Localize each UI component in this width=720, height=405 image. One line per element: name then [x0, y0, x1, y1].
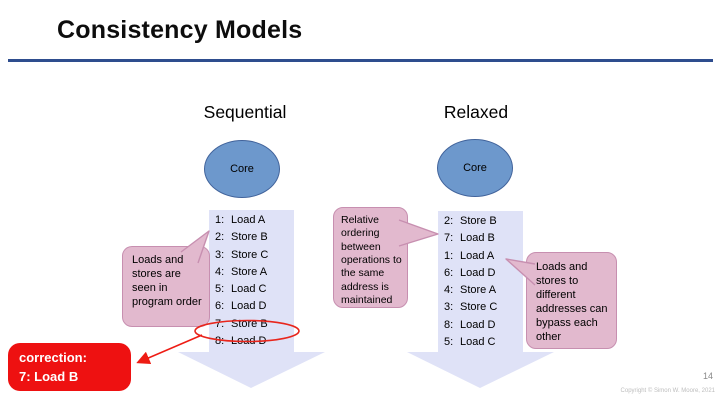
- list-item: 1:Load A: [444, 249, 495, 262]
- sequential-down-arrowhead: [178, 352, 325, 388]
- correction-box: correction: 7: Load B: [8, 343, 131, 391]
- list-item: 8:Load D: [215, 334, 267, 347]
- page-number: 14: [702, 371, 713, 381]
- sequential-heading: Sequential: [203, 102, 287, 122]
- callout-program-order: Loads and stores are seen in program ord…: [122, 246, 210, 327]
- relaxed-core-label: Core: [463, 162, 487, 174]
- list-item: 3:Store C: [215, 248, 269, 261]
- list-item: 6:Load D: [215, 300, 267, 313]
- sequential-core-ellipse: Core: [204, 140, 280, 198]
- relaxed-operation-list: 2:Store B 7:Load B 1:Load A 6:Load D 4:S…: [438, 211, 523, 353]
- relaxed-core-ellipse: Core: [437, 139, 513, 197]
- list-item: 3:Store C: [444, 301, 498, 314]
- list-item: 8:Load D: [444, 318, 496, 331]
- sequential-core-label: Core: [230, 163, 254, 175]
- list-item: 5:Load C: [215, 283, 267, 296]
- list-item: 5:Load C: [444, 335, 496, 348]
- list-item: 7:Load B: [444, 232, 495, 245]
- page-title: Consistency Models: [57, 16, 303, 44]
- correction-label: correction:: [19, 350, 87, 365]
- callout-bypass: Loads and stores to different addresses …: [526, 252, 617, 349]
- correction-value: 7: Load B: [19, 368, 79, 384]
- list-item: 4:Store A: [215, 265, 268, 278]
- sequential-operation-list: 1:Load A 2:Store B 3:Store C 4:Store A 5…: [209, 210, 294, 352]
- relaxed-heading: Relaxed: [443, 102, 509, 122]
- title-divider: [8, 59, 713, 62]
- copyright-text: Copyright © Simon W. Moore, 2021: [620, 388, 715, 394]
- list-item: 1:Load A: [215, 214, 266, 227]
- list-item: 6:Load D: [444, 266, 496, 279]
- list-item-circled: 7:Store B: [215, 317, 268, 330]
- relaxed-down-arrowhead: [407, 352, 554, 388]
- correction-arrow: [136, 334, 203, 365]
- list-item: 4:Store A: [444, 284, 497, 297]
- callout-same-address-order: Relative ordering between operations to …: [333, 207, 408, 308]
- list-item: 2:Store B: [215, 231, 268, 244]
- list-item: 2:Store B: [444, 215, 497, 228]
